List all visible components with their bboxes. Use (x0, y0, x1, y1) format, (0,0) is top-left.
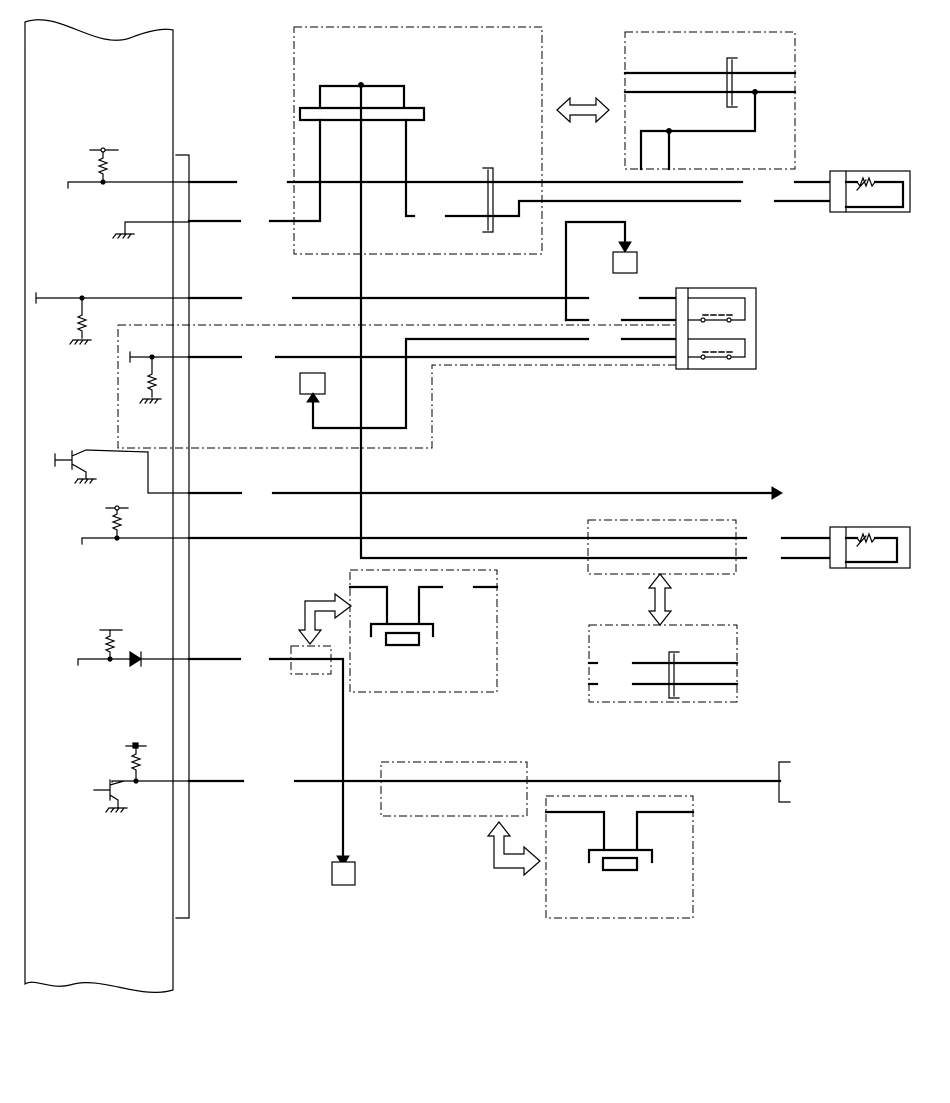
connector-bracket (175, 154, 190, 919)
junction-block-bottom (380, 761, 528, 817)
load-3 (268, 657, 356, 886)
junction-block-top (293, 26, 543, 255)
control-unit-outline (24, 19, 174, 994)
inline-connector-1 (482, 167, 494, 233)
wires-right-block (623, 71, 797, 171)
connector-terminal-stubs (187, 180, 748, 783)
internal-circuit-3 (129, 351, 190, 404)
double-arrow-icon (556, 96, 610, 124)
load-2 (299, 372, 326, 403)
junction-block-center (349, 569, 498, 693)
sensor-top (773, 170, 911, 213)
junction-block-middle (587, 519, 737, 575)
center-connector (348, 585, 499, 647)
bottom-output-line (293, 761, 791, 803)
inline-connector-2 (726, 57, 738, 108)
internal-circuit-2 (35, 292, 190, 345)
inline-connector-3 (668, 651, 680, 699)
wires-lower-right (587, 661, 739, 686)
internal-circuit-4 (81, 505, 190, 545)
shield-region (117, 324, 676, 449)
diode-icon (129, 650, 143, 668)
sensor-resistor-icon (856, 176, 876, 191)
junction-block-right (624, 31, 796, 170)
diode-circuit (77, 629, 190, 668)
junction-dot (666, 128, 672, 134)
wires-top-block (268, 84, 748, 560)
bottom-right-connector (544, 810, 695, 872)
junction-dot (752, 89, 758, 95)
sensor-resistor-icon (856, 532, 876, 547)
bent-arrow-icon (486, 821, 541, 877)
load-1 (564, 220, 638, 322)
vertical-double-arrow-icon (647, 573, 673, 626)
junction-block-bottom-right (545, 795, 694, 919)
ground-symbol-1 (112, 221, 190, 239)
internal-circuit-1 (67, 147, 190, 189)
switch-assembly (274, 287, 757, 430)
output-line (271, 486, 783, 500)
bent-arrow-icon (297, 592, 352, 645)
sensor-middle (587, 519, 911, 575)
transistor-circuit-1 (54, 449, 190, 494)
transistor-circuit-2 (93, 742, 190, 813)
control-unit (24, 19, 174, 994)
